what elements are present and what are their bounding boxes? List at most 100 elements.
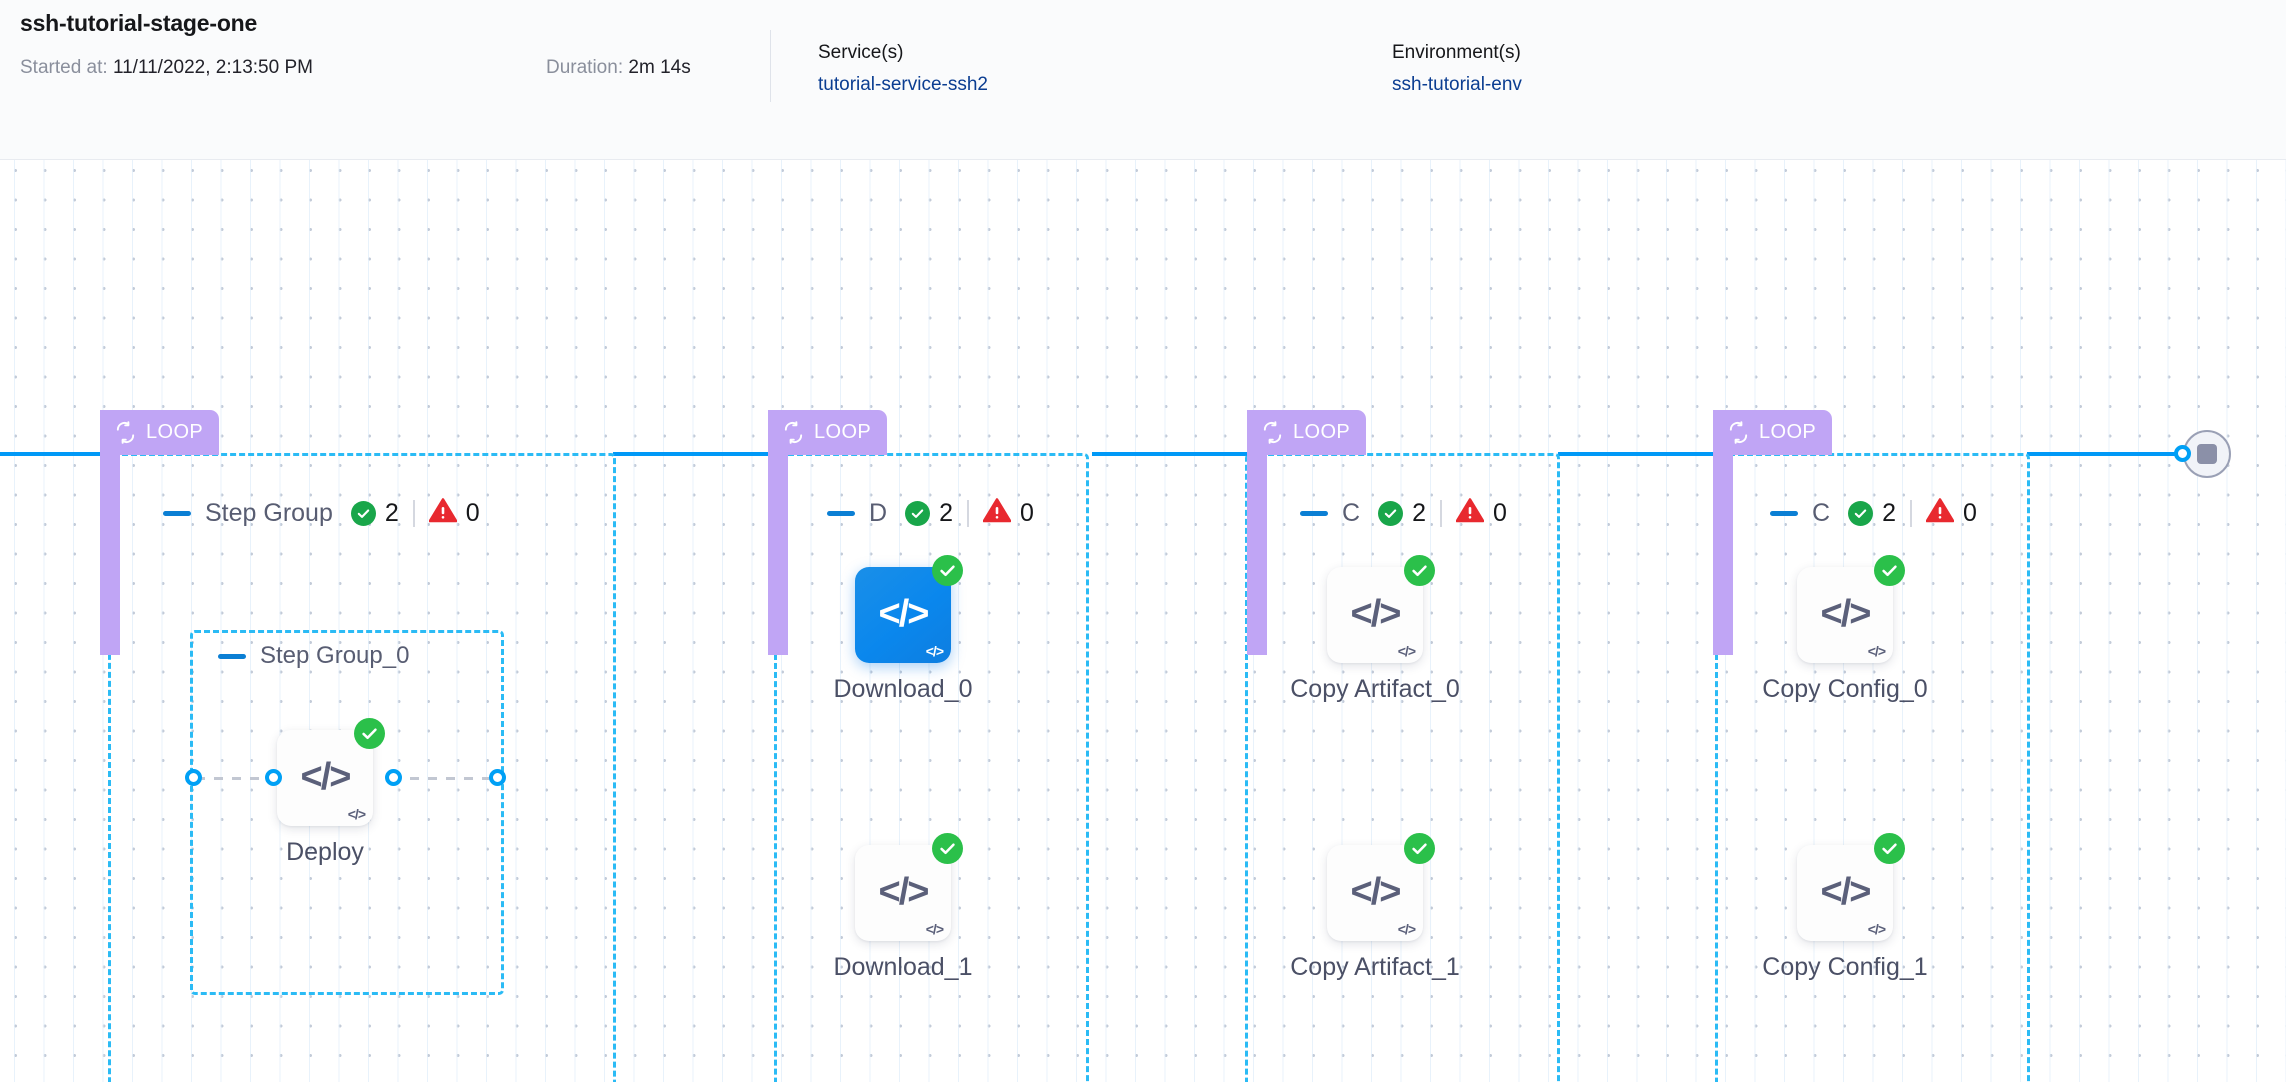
group-box-step-group-0[interactable] — [190, 630, 504, 995]
counter-divider — [1439, 499, 1442, 527]
port-node-deploy-in[interactable] — [265, 769, 282, 786]
status-counters-download-group: 2 0 — [905, 498, 1034, 528]
step-node-copy-config-0[interactable]: </> </> Copy Config_0 — [1762, 555, 1928, 703]
loop-bar-step-group — [100, 410, 120, 655]
loop-badge-copy-config-group[interactable]: LOOP — [1713, 410, 1833, 455]
collapse-toggle-step-group-0[interactable] — [218, 653, 246, 659]
code-brackets-corner-icon: </> — [1397, 921, 1416, 937]
step-node-label: Copy Artifact_1 — [1290, 953, 1460, 981]
counter-divider — [1909, 499, 1912, 527]
warning-count-download-group: 0 — [1019, 498, 1034, 527]
collapse-toggle-copy-config-group[interactable] — [1770, 510, 1798, 516]
loop-icon — [782, 421, 805, 444]
code-brackets-corner-icon: </> — [925, 921, 944, 937]
check-circle-icon — [350, 500, 376, 526]
step-node-copy-config-1[interactable]: </> </> Copy Config_1 — [1762, 833, 1928, 981]
pipeline-graph-canvas[interactable]: LOOP Step Group 2 0 Step Group_0 — [0, 160, 2286, 1082]
status-counters-copy-config-group: 2 0 — [1848, 498, 1977, 528]
warning-triangle-icon — [982, 498, 1012, 528]
dash-link-left — [196, 777, 281, 780]
group-header-step-group-0: Step Group_0 — [218, 642, 427, 670]
loop-bar-download-group — [768, 410, 788, 655]
step-node-label: Copy Artifact_0 — [1290, 675, 1460, 703]
step-node-label: Copy Config_1 — [1762, 953, 1928, 981]
started-at-value: 11/11/2022, 2:13:50 PM — [112, 57, 313, 78]
step-node-tile[interactable]: </> </> — [1797, 833, 1905, 941]
code-brackets-icon: </> — [1820, 593, 1872, 635]
step-node-download-0[interactable]: </> </> Download_0 — [834, 555, 973, 703]
step-node-tile[interactable]: </> </> — [855, 555, 963, 663]
port-subgroup-right-outer[interactable] — [489, 769, 506, 786]
loop-badge-step-group[interactable]: LOOP — [100, 410, 220, 455]
started-at: Started at: 11/11/2022, 2:13:50 PM — [20, 57, 313, 79]
group-box-copy-config-group[interactable] — [1715, 453, 2030, 1082]
step-node-copy-artifact-0[interactable]: </> </> Copy Artifact_0 — [1290, 555, 1460, 703]
code-brackets-corner-icon: </> — [1867, 643, 1886, 659]
group-header-step-group: Step Group 2 0 — [163, 498, 480, 528]
step-node-tile[interactable]: </> </> — [1327, 555, 1435, 663]
services-column: Service(s) tutorial-service-ssh2 — [818, 42, 988, 96]
loop-bar-copy-config-group — [1713, 410, 1733, 655]
step-node-label: Copy Config_0 — [1762, 675, 1928, 703]
loop-icon — [1261, 421, 1284, 444]
page-title: ssh-tutorial-stage-one — [20, 10, 258, 36]
status-badge-success — [1874, 555, 1905, 586]
group-box-copy-artifact-group[interactable] — [1245, 453, 1560, 1082]
step-node-tile[interactable]: </> </> — [277, 718, 385, 826]
group-box-download-group[interactable] — [774, 453, 1089, 1082]
loop-bar-copy-artifact-group — [1247, 410, 1267, 655]
success-count-copy-artifact-group: 2 — [1412, 498, 1426, 527]
environment-link[interactable]: ssh-tutorial-env — [1392, 74, 1522, 95]
code-brackets-corner-icon: </> — [347, 806, 366, 822]
services-label: Service(s) — [818, 42, 904, 63]
pipeline-end-node[interactable] — [2174, 430, 2231, 478]
step-node-download-1[interactable]: </> </> Download_1 — [834, 833, 973, 981]
step-node-deploy[interactable]: </> </> Deploy — [277, 718, 385, 866]
group-title-download-group: D — [869, 498, 888, 527]
warning-triangle-icon — [1925, 498, 1955, 528]
service-link[interactable]: tutorial-service-ssh2 — [818, 74, 988, 95]
collapse-toggle-download-group[interactable] — [827, 510, 855, 516]
collapse-toggle-step-group[interactable] — [163, 510, 191, 516]
header-divider — [770, 30, 771, 102]
check-circle-icon — [1848, 500, 1874, 526]
port-node-deploy-out[interactable] — [385, 769, 402, 786]
group-box-step-group[interactable] — [108, 453, 616, 1082]
loop-icon — [1727, 421, 1750, 444]
check-circle-icon — [1378, 500, 1404, 526]
group-header-download-group: D 2 0 — [827, 498, 1034, 528]
port-subgroup-left-outer[interactable] — [185, 769, 202, 786]
step-node-label: Download_1 — [833, 953, 973, 981]
connector-group3-group4 — [1558, 452, 1713, 456]
step-node-tile[interactable]: </> </> — [855, 833, 963, 941]
end-node-port[interactable] — [2174, 445, 2191, 462]
dash-link-right — [392, 777, 502, 780]
group-header-copy-config-group: C 2 0 — [1770, 498, 1977, 528]
group-title-step-group: Step Group — [205, 498, 333, 527]
environments-column: Environment(s) ssh-tutorial-env — [1392, 42, 1522, 96]
collapse-toggle-copy-artifact-group[interactable] — [1300, 510, 1328, 516]
status-badge-success — [354, 718, 385, 749]
step-node-tile[interactable]: </> </> — [1797, 555, 1905, 663]
started-at-label: Started at: — [20, 57, 108, 78]
loop-badge-copy-artifact-group[interactable]: LOOP — [1247, 410, 1367, 455]
duration-value: 2m 14s — [628, 57, 691, 78]
environments-label: Environment(s) — [1392, 42, 1521, 63]
group-title-step-group-0: Step Group_0 — [260, 642, 410, 669]
group-title-copy-artifact-group: C — [1342, 498, 1361, 527]
code-brackets-icon: </> — [1820, 871, 1872, 913]
warning-count-step-group: 0 — [465, 498, 480, 527]
connector-entry — [0, 452, 105, 456]
duration-label: Duration: — [546, 57, 624, 78]
loop-icon — [114, 421, 137, 444]
loop-badge-label: LOOP — [1759, 421, 1817, 443]
loop-badge-download-group[interactable]: LOOP — [768, 410, 888, 455]
step-node-copy-artifact-1[interactable]: </> </> Copy Artifact_1 — [1290, 833, 1460, 981]
step-node-tile[interactable]: </> </> — [1327, 833, 1435, 941]
stop-square-icon — [2197, 444, 2217, 464]
step-node-label: Download_0 — [833, 675, 973, 703]
counter-divider — [412, 499, 415, 527]
status-badge-success — [1874, 833, 1905, 864]
status-badge-success — [1404, 555, 1435, 586]
status-badge-success — [932, 833, 963, 864]
